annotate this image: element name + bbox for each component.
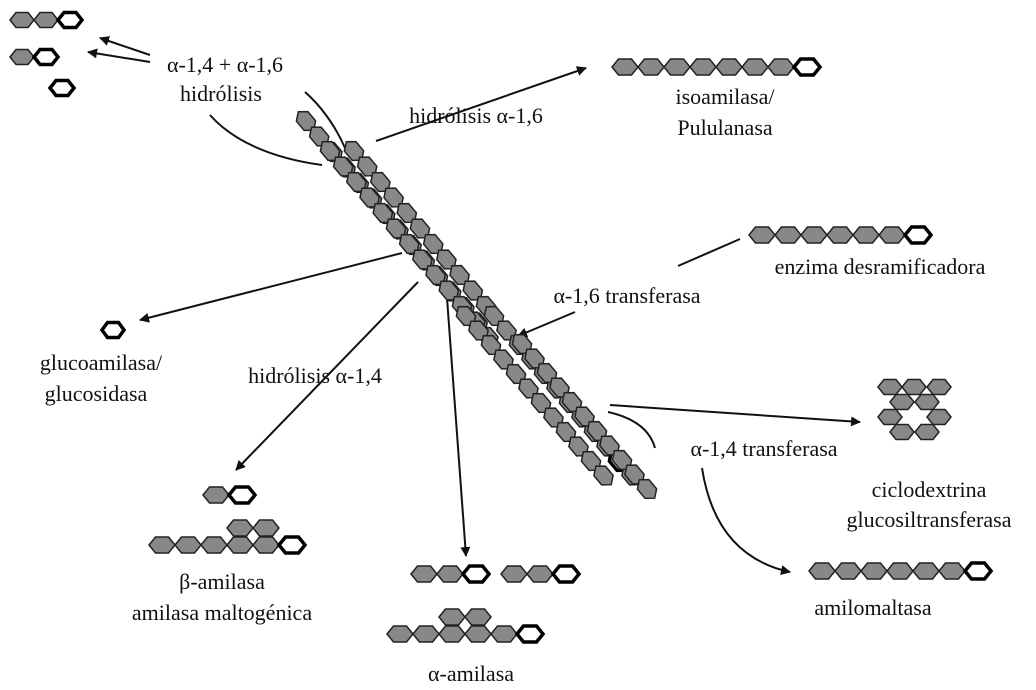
label-a16-transferase: α-1,6 transferasa [553, 283, 700, 308]
reducing-end-glucose-unit [794, 59, 820, 75]
label-hydrolysis-a14: hidrólisis α-1,4 [248, 363, 382, 388]
arrow-a16-transferase [518, 312, 575, 336]
glucose-unit [201, 537, 227, 553]
label-beta-amylase: β-amilasa [179, 569, 265, 594]
glucose-unit [439, 609, 465, 625]
glucose-unit [853, 227, 879, 243]
glucose-unit [34, 13, 58, 28]
glucose-unit [827, 227, 853, 243]
glucose-unit [501, 566, 527, 582]
reducing-end-glucose-unit [905, 227, 931, 243]
glucose-unit [927, 380, 951, 395]
glucose-unit [768, 59, 794, 75]
arrow-to-glucoamylase-product [140, 253, 402, 320]
glucose-unit [939, 563, 965, 579]
glucose-unit [637, 480, 656, 499]
reducing-end-glucose-unit [34, 50, 58, 65]
glucose-unit [742, 59, 768, 75]
label-cyclodextrin: ciclodextrina [872, 477, 987, 502]
glucose-unit [594, 466, 613, 485]
reducing-end-glucose-unit [102, 323, 124, 338]
reducing-end-glucose-unit [50, 81, 74, 96]
label-amylomaltase: amilomaltasa [814, 595, 932, 620]
label-isoamylase: isoamilasa/ [676, 84, 776, 109]
glucose-unit [915, 425, 939, 440]
label-hydrolysis-a14-a16: α-1,4 + α-1,6 [167, 52, 283, 77]
glucose-unit [10, 13, 34, 28]
glucose-unit [253, 520, 279, 536]
reducing-end-glucose-unit [229, 487, 255, 503]
glucose-unit [387, 626, 413, 642]
label-hydrolysis-a16: hidrólisis α-1,6 [409, 103, 543, 128]
label-a14-transferase: α-1,4 transferasa [690, 436, 837, 461]
glucose-unit [902, 380, 926, 395]
reducing-end-glucose-unit [965, 563, 991, 579]
glucose-unit [612, 59, 638, 75]
glucose-unit [835, 563, 861, 579]
glucose-unit [10, 50, 34, 65]
reducing-end-glucose-unit [517, 626, 543, 642]
arrow-to-amylomaltase-product [702, 468, 790, 572]
debranching-connector [678, 239, 740, 266]
label-maltogenic-amylase: amilasa maltogénica [132, 600, 312, 625]
label-pullulanase: Pululanasa [677, 115, 773, 140]
label-alpha-amylase: α-amilasa [428, 661, 514, 686]
glucose-unit [175, 537, 201, 553]
arrow-to-maltose [88, 52, 150, 62]
label-glucosidase: glucosidasa [45, 381, 148, 406]
reducing-end-glucose-unit [553, 566, 579, 582]
glucose-unit [890, 395, 914, 410]
glucose-unit [465, 626, 491, 642]
glucose-unit [913, 563, 939, 579]
reducing-end-glucose-unit [279, 537, 305, 553]
glucose-unit [915, 395, 939, 410]
glucose-unit [527, 566, 553, 582]
reducing-end-glucose-unit [463, 566, 489, 582]
arrow-to-cyclodextrin [610, 405, 860, 422]
glucose-unit [149, 537, 175, 553]
glucose-unit [253, 537, 279, 553]
glucose-unit [690, 59, 716, 75]
glucose-unit [664, 59, 690, 75]
label-hydrolysis-a14-a16-line2: hidrólisis [180, 81, 262, 106]
label-glucosyltransferase: glucosiltransferasa [847, 507, 1012, 532]
glucose-unit [879, 227, 905, 243]
label-debranching-enzyme: enzima desramificadora [775, 254, 986, 279]
glucose-unit [878, 410, 902, 425]
glucose-unit [638, 59, 664, 75]
label-glucoamylase: glucoamilasa/ [40, 350, 163, 375]
glucose-unit [887, 563, 913, 579]
text-labels: α-1,4 + α-1,6 hidrólisis hidrólisis α-1,… [40, 52, 1012, 686]
arrow-to-maltotriose [100, 38, 150, 55]
glucose-unit [749, 227, 775, 243]
glucose-unit [809, 563, 835, 579]
reducing-end-glucose-unit [58, 13, 82, 28]
glucose-unit [411, 566, 437, 582]
glucose-unit [890, 425, 914, 440]
glucose-unit [775, 227, 801, 243]
glucose-unit [801, 227, 827, 243]
glucose-unit [413, 626, 439, 642]
glucose-unit [439, 626, 465, 642]
glucose-unit [465, 609, 491, 625]
glucose-unit [491, 626, 517, 642]
glucose-unit [437, 566, 463, 582]
glucose-unit [878, 380, 902, 395]
glucose-unit [861, 563, 887, 579]
arrow-to-alpha-amylase-product [447, 298, 466, 556]
glucose-unit [227, 537, 253, 553]
glucose-unit [716, 59, 742, 75]
glucose-unit [227, 520, 253, 536]
glucose-unit [203, 487, 229, 503]
glucose-unit [927, 410, 951, 425]
